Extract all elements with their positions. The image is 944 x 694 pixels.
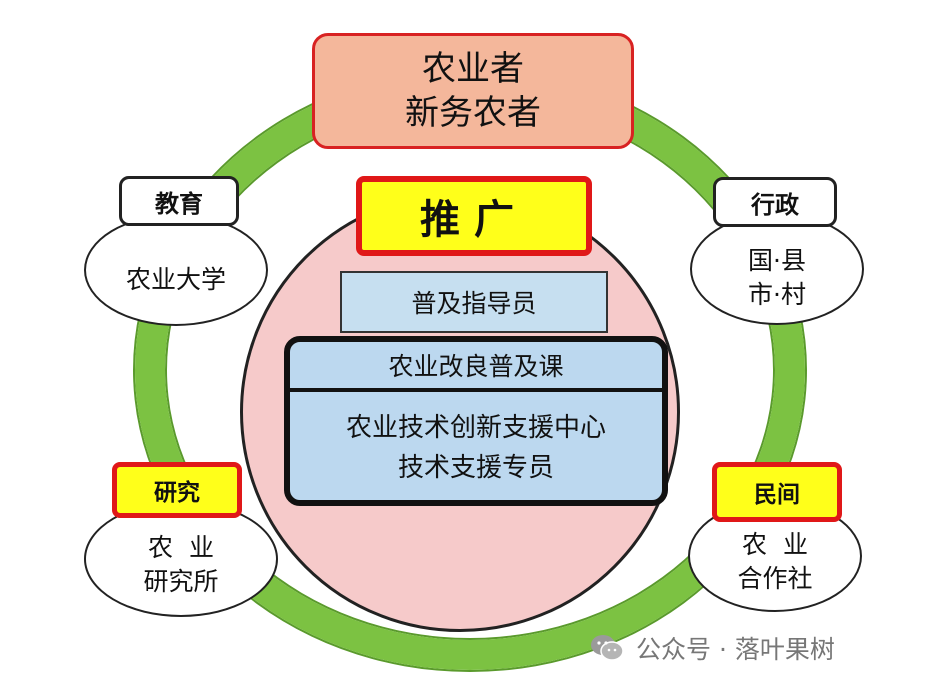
private-tag: 民间 [712,462,842,522]
farmers-box: 农业者 新务农者 [312,33,634,149]
private-line2: 合作社 [737,564,813,593]
advisor-box: 普及指导员 [340,271,608,333]
administration-line2: 市·村 [748,280,806,309]
extension-text: 推广 [420,197,528,243]
education-oval: 农业大学 [84,214,268,326]
private-line1: 农 业 [742,530,808,560]
administration-oval: 国·县 市·村 [690,213,864,325]
education-body: 农业大学 [125,265,226,295]
research-tag: 研究 [112,462,242,518]
section-title: 农业改良普及课 [290,342,662,392]
wechat-icon [590,634,624,662]
education-tag-text: 教育 [155,189,203,218]
section-box: 农业改良普及课 农业技术创新支援中心 技术支援专员 [284,336,668,506]
administration-tag-text: 行政 [751,190,799,219]
research-line2: 研究所 [143,567,219,596]
administration-line1: 国·县 [748,246,806,276]
section-title-text: 农业改良普及课 [388,352,564,381]
administration-tag: 行政 [713,177,837,227]
research-line1: 农 业 [148,533,214,563]
section-line2: 技术支援专员 [397,453,554,483]
watermark: 公众号 · 落叶果树 [590,628,920,668]
farmers-line2: 新务农者 [405,93,541,133]
research-oval: 农 业 研究所 [84,501,278,617]
advisor-label: 普及指导员 [411,289,537,318]
watermark-text: 公众号 · 落叶果树 [636,635,835,664]
research-tag-text: 研究 [154,480,200,506]
private-tag-text: 民间 [754,482,800,508]
section-line1: 农业技术创新支援中心 [345,412,606,443]
education-tag: 教育 [119,176,239,226]
extension-label: 推广 [356,176,592,256]
farmers-line1: 农业者 [422,48,524,89]
section-body: 农业技术创新支援中心 技术支援专员 [290,396,662,500]
